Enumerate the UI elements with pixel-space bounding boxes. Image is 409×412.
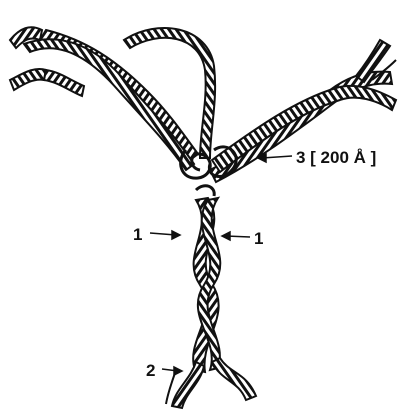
upper-left-loop: [24, 28, 215, 170]
branch-label-3: 3 [ 200 Å ]: [296, 149, 376, 166]
central-helix: [193, 198, 220, 372]
branch-label-2: 2: [146, 362, 155, 379]
strand-label-1-right: 1: [254, 230, 263, 247]
strand-label-1-left: 1: [133, 226, 142, 243]
